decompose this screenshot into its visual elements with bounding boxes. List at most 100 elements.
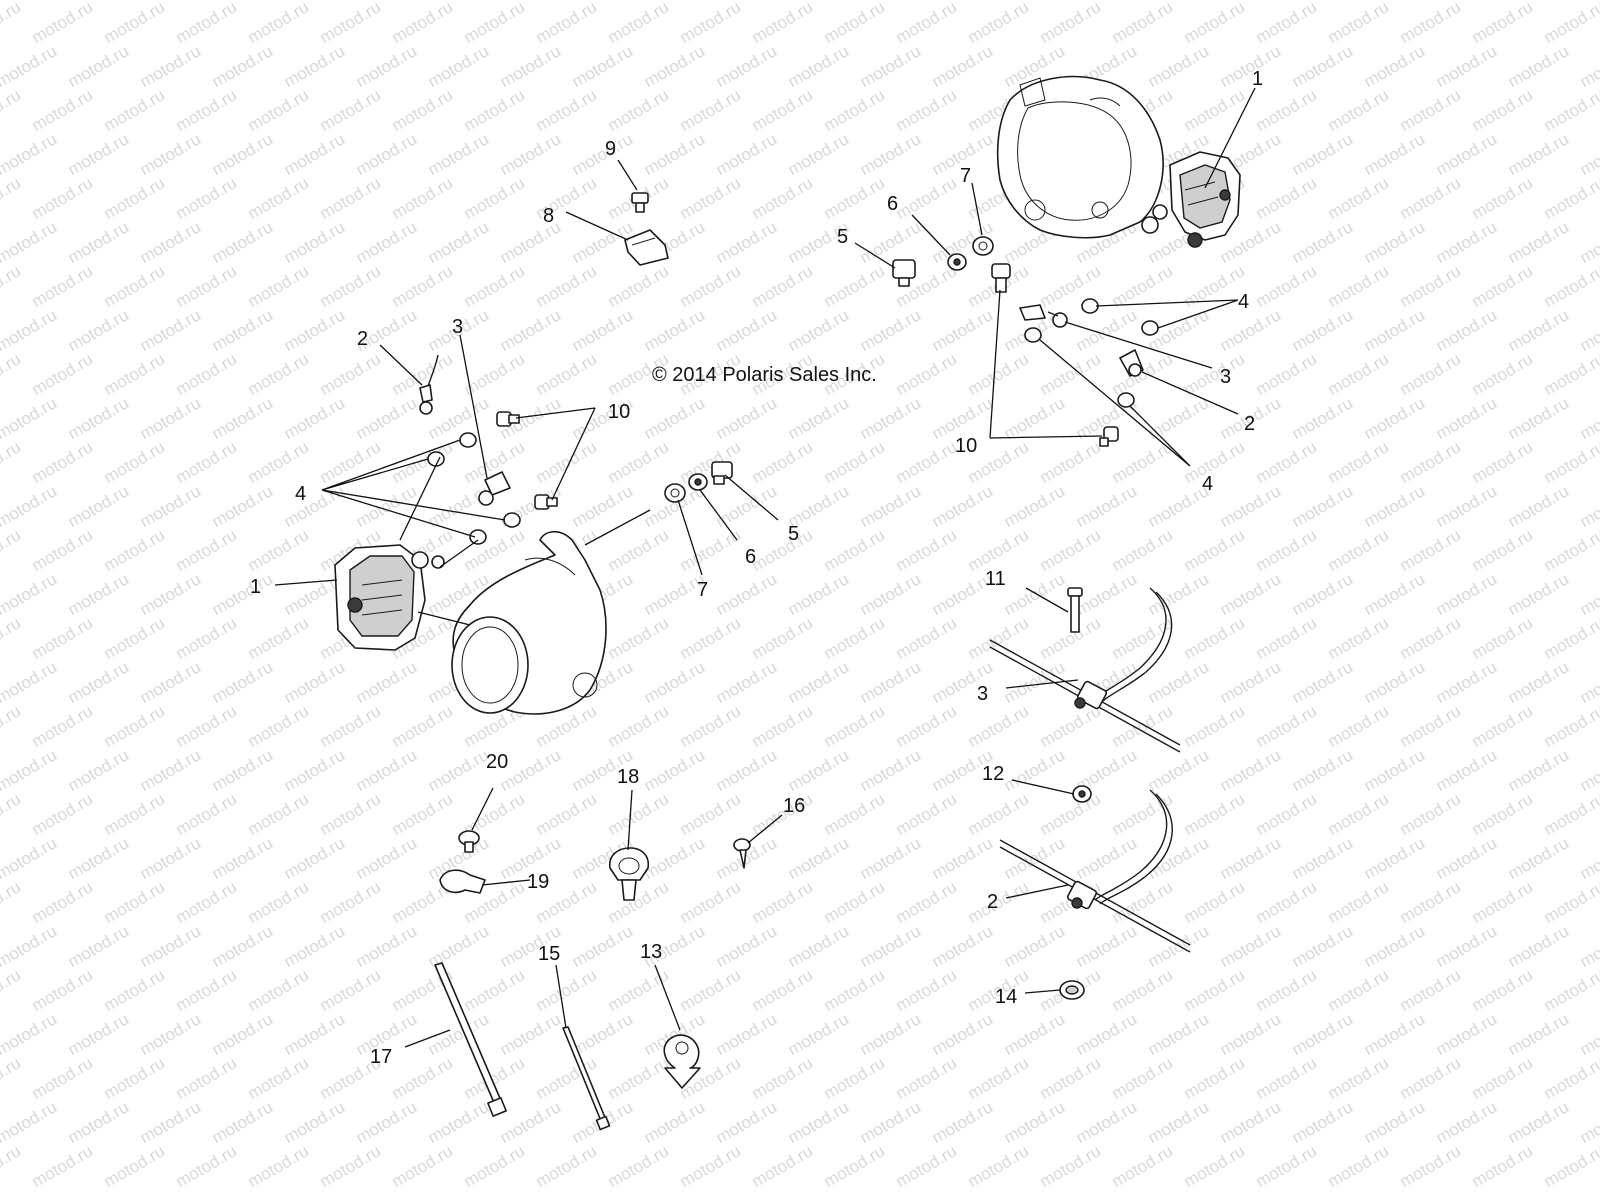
watermark-text: motod.ru	[785, 305, 853, 355]
watermark-text: motod.ru	[1217, 921, 1285, 971]
watermark-text: motod.ru	[713, 393, 781, 443]
watermark-text: motod.ru	[1361, 1097, 1429, 1147]
watermark-text: motod.ru	[1145, 1097, 1213, 1147]
watermark-text: motod.ru	[677, 965, 745, 1015]
watermark-text: motod.ru	[1397, 437, 1465, 487]
watermark-text: motod.ru	[1289, 393, 1357, 443]
watermark-text: motod.ru	[605, 261, 673, 311]
watermark-text: motod.ru	[821, 701, 889, 751]
watermark-text: motod.ru	[1001, 0, 1069, 3]
watermark-text: motod.ru	[317, 261, 385, 311]
watermark-text: motod.ru	[713, 305, 781, 355]
watermark-text: motod.ru	[209, 1009, 277, 1059]
watermark-text: motod.ru	[1073, 833, 1141, 883]
watermark-text: motod.ru	[533, 261, 601, 311]
watermark-text: motod.ru	[1325, 349, 1393, 399]
watermark-text: motod.ru	[713, 569, 781, 619]
watermark-text: motod.ru	[29, 613, 97, 663]
watermark-text: motod.ru	[0, 129, 60, 179]
watermark-text: motod.ru	[1253, 349, 1321, 399]
watermark-text: motod.ru	[0, 745, 60, 795]
watermark-text: motod.ru	[317, 173, 385, 223]
watermark-text: motod.ru	[1109, 0, 1177, 47]
watermark-text: motod.ru	[1397, 613, 1465, 663]
watermark-text: motod.ru	[245, 437, 313, 487]
watermark-text: motod.ru	[389, 701, 457, 751]
watermark-text: motod.ru	[1469, 701, 1537, 751]
watermark-text: motod.ru	[1037, 525, 1105, 575]
watermark-text: motod.ru	[281, 41, 349, 91]
watermark-text: motod.ru	[1037, 349, 1105, 399]
watermark-text: motod.ru	[65, 657, 133, 707]
watermark-text: motod.ru	[1361, 305, 1429, 355]
screw-16	[733, 838, 751, 869]
watermark-text: motod.ru	[1289, 569, 1357, 619]
watermark-text: motod.ru	[533, 349, 601, 399]
watermark-text: motod.ru	[0, 173, 24, 223]
watermark-text: motod.ru	[821, 0, 889, 47]
watermark-text: motod.ru	[1253, 85, 1321, 135]
watermark-text: motod.ru	[65, 217, 133, 267]
watermark-text: motod.ru	[1037, 877, 1105, 927]
watermark-text: motod.ru	[1397, 701, 1465, 751]
watermark-text: motod.ru	[0, 217, 60, 267]
watermark-text: motod.ru	[389, 173, 457, 223]
watermark-text: motod.ru	[641, 0, 709, 3]
watermark-text: motod.ru	[0, 1009, 60, 1059]
watermark-text: motod.ru	[1001, 481, 1069, 531]
watermark-text: motod.ru	[209, 1097, 277, 1147]
watermark-text: motod.ru	[1397, 173, 1465, 223]
watermark-text: motod.ru	[137, 1009, 205, 1059]
watermark-text: motod.ru	[209, 481, 277, 531]
watermark-text: motod.ru	[425, 921, 493, 971]
watermark-text: motod.ru	[353, 0, 421, 3]
watermark-text: motod.ru	[1433, 393, 1501, 443]
watermark-text: motod.ru	[1505, 833, 1573, 883]
watermark-text: motod.ru	[749, 1141, 817, 1191]
leader-lines	[274, 87, 1256, 1048]
watermark-text: motod.ru	[1037, 437, 1105, 487]
watermark-text: motod.ru	[857, 657, 925, 707]
watermark-text: motod.ru	[389, 789, 457, 839]
watermark-text: motod.ru	[1289, 129, 1357, 179]
watermark-text: motod.ru	[0, 701, 24, 751]
callout-17: 17	[370, 1046, 392, 1068]
watermark-text: motod.ru	[1253, 1141, 1321, 1191]
watermark-text: motod.ru	[497, 1009, 565, 1059]
watermark-text: motod.ru	[137, 305, 205, 355]
watermark-text: motod.ru	[677, 1141, 745, 1191]
watermark-text: motod.ru	[1361, 41, 1429, 91]
watermark-text: motod.ru	[173, 349, 241, 399]
watermark-text: motod.ru	[713, 745, 781, 795]
watermark-text: motod.ru	[101, 173, 169, 223]
watermark-text: motod.ru	[281, 129, 349, 179]
watermark-text: motod.ru	[749, 613, 817, 663]
right-washer-7	[972, 236, 994, 256]
callout-6-left: 6	[745, 546, 756, 568]
watermark-text: motod.ru	[137, 217, 205, 267]
watermark-text: motod.ru	[1541, 613, 1600, 663]
watermark-text: motod.ru	[1433, 1009, 1501, 1059]
callout-8: 8	[543, 205, 554, 227]
watermark-text: motod.ru	[1001, 745, 1069, 795]
watermark-text: motod.ru	[1397, 877, 1465, 927]
watermark-text: motod.ru	[497, 1097, 565, 1147]
watermark-text: motod.ru	[569, 41, 637, 91]
callout-2-left: 2	[357, 328, 368, 350]
watermark-text: motod.ru	[1505, 657, 1573, 707]
watermark-text: motod.ru	[677, 525, 745, 575]
watermark-text: motod.ru	[1361, 481, 1429, 531]
watermark-text: motod.ru	[821, 965, 889, 1015]
watermark-text: motod.ru	[893, 1141, 961, 1191]
watermark-text: motod.ru	[605, 789, 673, 839]
watermark-text: motod.ru	[785, 129, 853, 179]
watermark-text: motod.ru	[137, 393, 205, 443]
watermark-text: motod.ru	[1217, 481, 1285, 531]
watermark-text: motod.ru	[713, 481, 781, 531]
watermark-text: motod.ru	[965, 613, 1033, 663]
watermark-text: motod.ru	[245, 261, 313, 311]
watermark-text: motod.ru	[1181, 877, 1249, 927]
watermark-text: motod.ru	[461, 85, 529, 135]
watermark-text: motod.ru	[785, 569, 853, 619]
